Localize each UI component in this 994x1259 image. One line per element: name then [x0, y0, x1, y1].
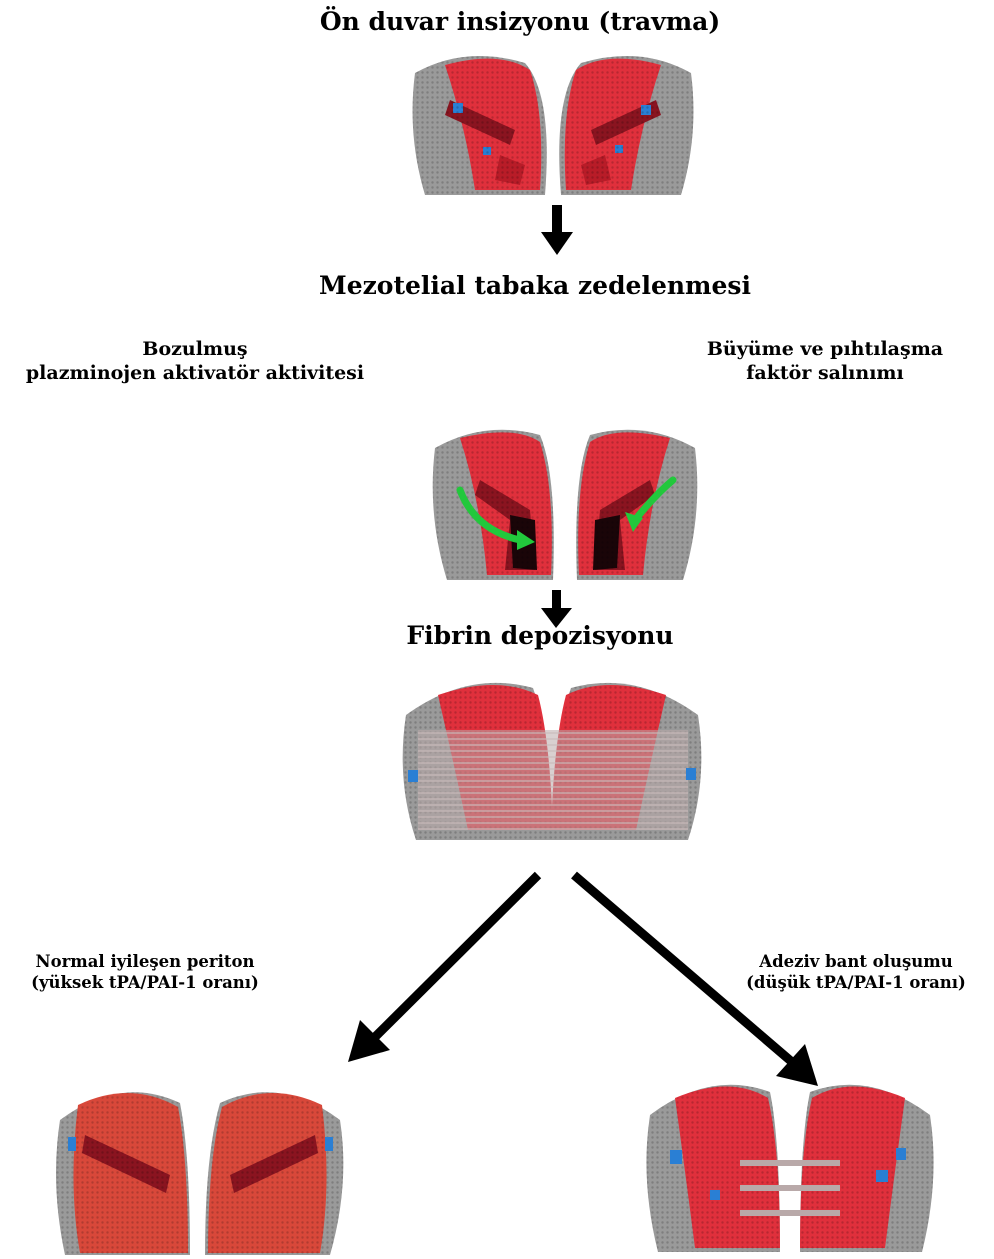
diagonal-arrow-icon — [348, 875, 538, 1062]
tissue-cross-section-icon — [403, 683, 702, 840]
diagonal-arrow-icon — [574, 875, 818, 1086]
down-arrow-icon — [541, 590, 572, 628]
tissue-cross-section-icon — [413, 56, 694, 195]
tissue-cross-section-icon — [56, 1092, 343, 1255]
tissue-cross-section-icon — [433, 430, 698, 580]
tissue-cross-section-icon — [646, 1085, 933, 1252]
down-arrow-icon — [541, 205, 573, 255]
